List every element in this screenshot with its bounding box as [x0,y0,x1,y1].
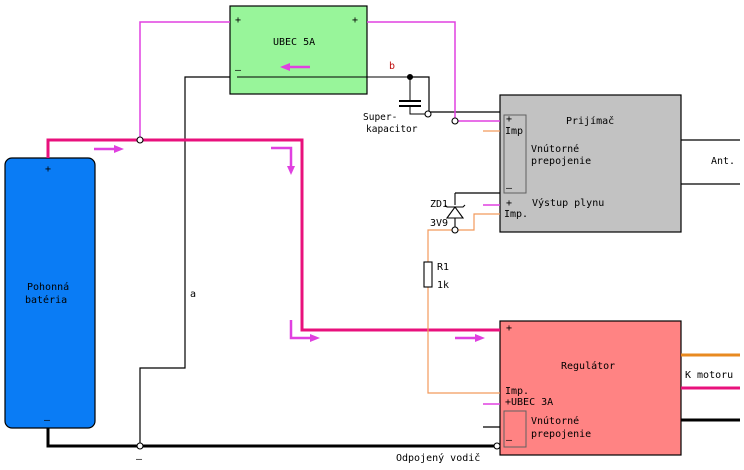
node-zener [451,226,459,234]
wire-a [139,76,230,446]
resistor-label-1: R1 [437,262,449,273]
esc-internal-2: prepojenie [531,429,591,440]
receiver-title: Prijímač [566,115,614,127]
resistor-label-2: 1k [437,280,449,291]
esc-title: Regulátor [561,360,615,372]
junction-nodes [136,73,501,450]
ubec-plus-right: + [352,15,358,26]
resistor-to-esc [427,287,500,394]
wire-b [410,76,500,113]
receiver-internal-box [503,114,527,194]
rx-throttle-imp: Imp. [504,209,528,220]
node-esc-minus [493,442,501,450]
ubec-title: UBEC 5A [273,37,315,48]
resistor-wire [427,229,455,262]
flow-corner-arrow-icon [271,146,295,175]
disconnected-label: Odpojený vodič [396,452,480,464]
rx-internal-2: prepojenie [531,156,591,167]
flow-arrow-icon [455,334,485,342]
battery-plus-label: + [45,164,51,175]
zener-label-2: 3V9 [430,218,448,229]
supercap-label-1: Super- [363,112,397,123]
ubec-left-plus-wire [139,21,230,140]
short-leads [483,204,500,405]
ubec-right-plus-wire [367,21,456,121]
esc-internal-1: Vnútorné [531,415,579,427]
rx-internal-1: Vnútorné [531,143,579,155]
rx-minus-label: — [506,183,513,194]
zener-diode-icon [444,193,466,229]
battery-block[interactable] [4,157,96,429]
resistor-icon [423,261,433,288]
ubec-block[interactable] [229,5,368,95]
node-supercap [424,110,432,118]
node-ground [136,442,144,450]
node-battery-plus [136,136,144,144]
capacitor-icon [399,100,428,115]
ground-minus-label: — [136,454,143,465]
battery-label-line2: batéria [25,294,67,306]
signal-wires [427,130,500,394]
battery-label-line1: Pohonná [27,281,69,293]
rx-throttle-label: Výstup plynu [532,197,604,209]
flow-arrows [94,63,485,342]
node-b [406,73,414,81]
antenna-label: Ant. [711,156,735,167]
ground-bus [46,428,497,448]
node-receiver-plus [451,117,459,125]
rx-plus-label: + [506,114,512,125]
regulator-internal-box [503,410,527,448]
node-b-label: b [389,61,395,72]
motor-wires [681,353,740,422]
flow-arrow-icon [94,145,124,153]
ubec-plus-left: + [235,15,241,26]
flow-corner-arrow-icon [289,320,320,342]
supercap-label-2: kapacitor [366,124,418,135]
rx-imp-label: Imp [505,126,523,137]
esc-ubec-label: +UBEC 3A [505,397,553,408]
ubec-minus: — [235,65,242,76]
rx-throttle-plus: + [506,198,512,209]
receiver-block[interactable] [499,94,682,233]
esc-minus-label: — [506,435,513,446]
zener-label-1: ZD1 [430,199,448,210]
ground-wires [46,76,740,448]
regulator-block[interactable] [499,320,682,456]
throttle-signal [455,213,500,231]
esc-imp-label: Imp. [505,386,529,397]
esc-plus-label: + [506,323,512,334]
node-a-label: a [190,289,196,300]
ubec-plus-wires [139,21,500,140]
flow-arrow-icon [280,63,310,71]
battery-minus-label: — [44,415,51,426]
battery-plus-wire [46,138,500,332]
power-wires [46,138,500,332]
motor-label: K motoru [685,370,733,381]
